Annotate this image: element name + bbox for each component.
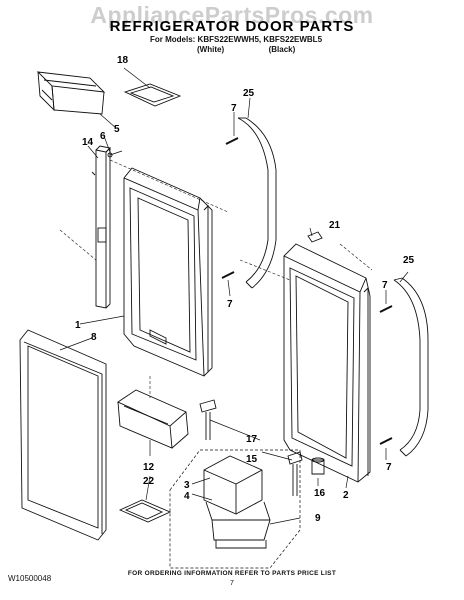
hinge-17 <box>199 399 217 440</box>
shelf-cover-22 <box>118 499 172 523</box>
model-list: For Models: KBFS22EWWH5, KBFS22EWBL5 (Wh… <box>150 35 322 55</box>
callout-22: 22 <box>143 476 155 487</box>
cap-16 <box>311 457 325 475</box>
callout-18: 18 <box>117 55 129 66</box>
callout-7-a: 7 <box>231 103 237 114</box>
callout-7-b: 7 <box>382 280 388 291</box>
callout-1: 1 <box>75 320 81 331</box>
right-door <box>283 243 371 483</box>
handle-screw-top-left <box>225 137 239 145</box>
document-number: W10500048 <box>8 574 52 583</box>
handle-screw-top-right <box>379 305 393 313</box>
left-door-handle <box>237 117 277 289</box>
screw-6 <box>107 150 123 158</box>
right-door-handle <box>393 277 429 457</box>
callout-12: 12 <box>143 462 155 473</box>
callout-8: 8 <box>91 332 97 343</box>
shelf-cover-18 <box>123 83 182 107</box>
callout-5: 5 <box>114 124 120 135</box>
door-gasket <box>19 329 107 541</box>
callout-7-c: 7 <box>227 299 233 310</box>
handle-screw-bottom-left <box>221 271 235 279</box>
callout-15: 15 <box>246 454 258 465</box>
callout-9: 9 <box>315 513 321 524</box>
model-colors: (White) (Black) <box>150 45 322 55</box>
callout-14: 14 <box>82 137 94 148</box>
callout-25-b: 25 <box>403 255 415 266</box>
callout-labels: 18 5 6 14 7 25 21 25 7 1 8 7 17 15 12 22… <box>75 55 415 524</box>
callout-25-a: 25 <box>243 88 255 99</box>
callout-21: 21 <box>329 220 341 231</box>
callout-6: 6 <box>100 131 106 142</box>
callout-7-d: 7 <box>386 462 392 473</box>
hinge-15 <box>287 451 303 496</box>
bracket-21 <box>307 231 323 243</box>
ordering-info: FOR ORDERING INFORMATION REFER TO PARTS … <box>127 570 337 577</box>
callout-3: 3 <box>184 480 190 491</box>
handle-screw-bottom-right <box>379 437 393 445</box>
hinge-bar <box>91 145 111 309</box>
door-bin-top <box>36 71 106 115</box>
page-title: REFRIGERATOR DOOR PARTS <box>109 18 355 35</box>
models-line: For Models: KBFS22EWWH5, KBFS22EWBL5 <box>150 35 323 44</box>
callout-16: 16 <box>314 488 326 499</box>
guide-lines <box>59 159 373 398</box>
color-white-label: (White) <box>197 45 225 54</box>
callout-2: 2 <box>343 490 349 501</box>
door-bin-12 <box>117 389 189 449</box>
bin-assembly-box <box>169 449 301 569</box>
color-black-label: (Black) <box>268 45 296 54</box>
watermark: AppliancePartsPros.com <box>90 2 374 28</box>
page-number: 7 <box>230 580 234 587</box>
leader-lines <box>59 67 409 525</box>
callout-4: 4 <box>184 491 190 502</box>
callout-17: 17 <box>246 434 258 445</box>
left-door <box>123 167 213 377</box>
